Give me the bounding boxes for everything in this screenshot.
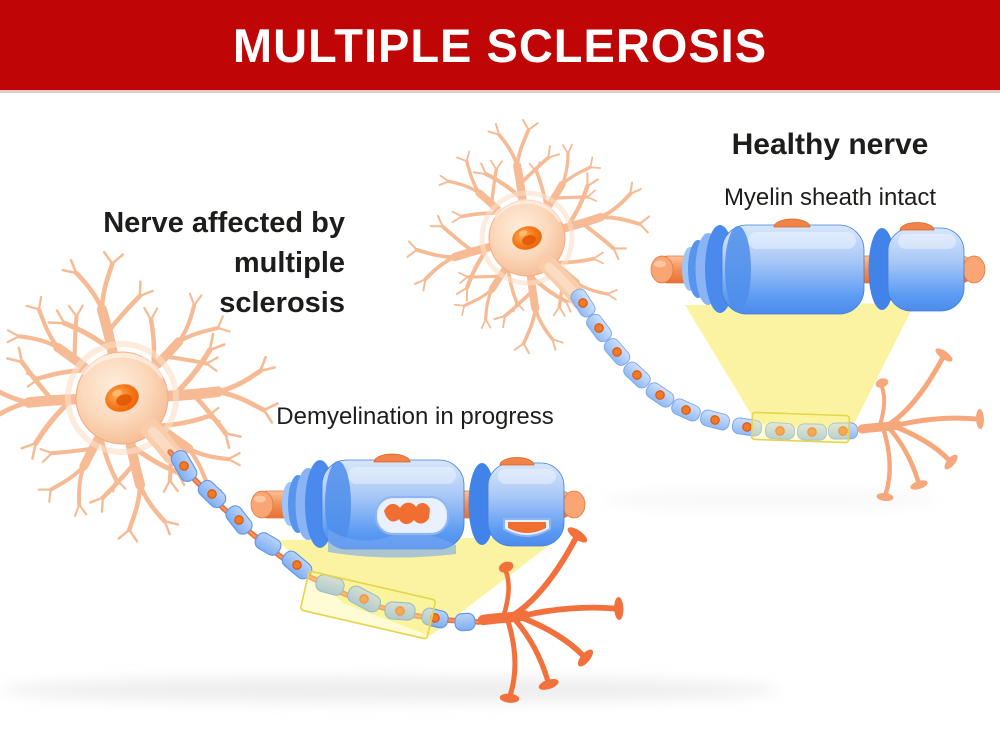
schwann-nucleus-dot: [612, 347, 622, 357]
myelin-segment: [645, 382, 675, 408]
schwann-cell-nucleus-bump: [499, 457, 535, 466]
myelin-segment: [254, 532, 282, 556]
myelin-segment: [281, 550, 313, 580]
schwann-cell-nucleus-bump: [773, 218, 811, 228]
schwann-nucleus-dot: [578, 298, 588, 308]
ms-myelin-damage-sag: [328, 529, 456, 558]
ms-myelin-zoom: [250, 453, 586, 558]
myelin-segment: [586, 313, 612, 343]
healthy-magnifier-beam: [685, 303, 915, 432]
myelin-segment: [828, 422, 858, 440]
myelin-segment: [225, 505, 253, 535]
affected-nerve-label-line3: sclerosis: [219, 287, 345, 319]
schwann-nucleus-dot: [359, 594, 369, 604]
schwann-nucleus-dot: [594, 323, 604, 333]
myelin-segment: [570, 288, 596, 318]
schwann-nucleus-dot: [655, 390, 665, 400]
myelin-segment: [421, 607, 449, 629]
affected-nerve-label-line1: Nerve affected by: [103, 207, 345, 239]
healthy-neuron: [403, 120, 984, 502]
myelin-segment: [346, 585, 382, 613]
ms-magnifier-beam: [277, 537, 560, 636]
myelin-segment: [731, 417, 763, 437]
schwann-cell-nucleus-bump: [899, 222, 935, 231]
schwann-nucleus-dot: [632, 370, 642, 380]
schwann-nucleus-dot: [838, 426, 848, 436]
demyelination-caption: Demyelination in progress: [276, 403, 554, 430]
schwann-nucleus-dot: [234, 515, 244, 525]
myelin-segment: [699, 409, 731, 431]
healthy-zoom-target-box: [750, 411, 851, 444]
ms-neuron: [0, 248, 624, 703]
myelin-segment: [671, 398, 701, 422]
title-banner: MULTIPLE SCLEROSIS: [0, 0, 1000, 93]
ms-zoom-target-box: [299, 570, 437, 640]
floor-shadow: [0, 491, 940, 703]
myelin-segment: [623, 361, 651, 389]
myelin-segment: [764, 422, 796, 440]
schwann-nucleus-dot: [775, 426, 785, 436]
page-title: MULTIPLE SCLEROSIS: [232, 18, 768, 72]
ms-myelin-lesion-small: [503, 518, 551, 537]
ms-damaged-myelin-segments: [170, 449, 476, 632]
myelin-segment: [197, 479, 227, 509]
schwann-nucleus-dot: [742, 422, 752, 432]
schwann-nucleus-dot: [292, 560, 302, 570]
myelin-segment: [384, 601, 416, 621]
schwann-cell-nucleus-bump: [373, 453, 411, 463]
schwann-nucleus-dot: [179, 461, 189, 471]
healthy-myelin-zoom: [650, 218, 986, 315]
schwann-nucleus-dot: [807, 427, 817, 437]
myelin-segment: [170, 449, 198, 483]
myelin-sheath-intact-caption: Myelin sheath intact: [723, 184, 937, 211]
ms-myelin-lesion-large: [374, 495, 450, 536]
myelin-segment: [797, 423, 827, 441]
affected-nerve-label: Nerve affected by multiple sclerosis: [55, 203, 345, 323]
schwann-nucleus-dot: [710, 415, 720, 425]
schwann-nucleus-dot: [207, 489, 217, 499]
healthy-nerve-label: Healthy nerve: [731, 128, 929, 161]
schwann-nucleus-dot: [681, 405, 691, 415]
myelin-segment: [603, 338, 631, 366]
affected-nerve-label-line2: multiple: [233, 247, 345, 279]
healthy-myelin-segments: [570, 288, 858, 441]
schwann-nucleus-dot: [395, 606, 405, 616]
myelin-segment: [454, 612, 476, 632]
